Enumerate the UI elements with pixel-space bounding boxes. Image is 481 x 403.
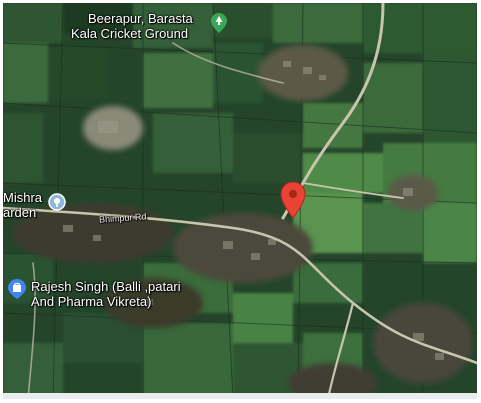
cricket-ground-label-line2-wrap[interactable]: Kala Cricket Ground	[71, 26, 188, 41]
cricket-ground-label[interactable]: Beerapur, Barasta	[88, 11, 193, 26]
red-location-pin-icon[interactable]	[280, 181, 306, 219]
garden-label-line2: arden	[3, 205, 37, 220]
cricket-ground-label-line2: Kala Cricket Ground	[71, 26, 189, 41]
shopping-bag-pin-icon[interactable]	[8, 279, 26, 299]
garden-pin-icon[interactable]	[48, 193, 66, 211]
satellite-imagery[interactable]	[3, 3, 477, 399]
pharma-label-line1: Rajesh Singh (Balli ,patari	[31, 279, 181, 294]
garden-label-line1-wrap[interactable]: Mishra	[3, 190, 42, 205]
pharma-label-line2: And Pharma Vikreta)	[31, 294, 152, 309]
satellite-map[interactable]: Beerapur, Barasta Kala Cricket Ground Mi…	[3, 3, 477, 399]
rooftops	[63, 61, 444, 360]
cricket-ground-label-line1: Beerapur, Barasta	[88, 11, 193, 26]
park-pin-icon[interactable]	[211, 13, 227, 33]
garden-label-line1: Mishra	[3, 190, 43, 205]
garden-label-line2-wrap[interactable]: arden	[3, 205, 36, 220]
pharma-label-line2-wrap[interactable]: And Pharma Vikreta)	[31, 294, 151, 309]
map-bottom-edge	[3, 393, 477, 399]
pharma-label-line1-wrap[interactable]: Rajesh Singh (Balli ,patari	[31, 279, 181, 294]
